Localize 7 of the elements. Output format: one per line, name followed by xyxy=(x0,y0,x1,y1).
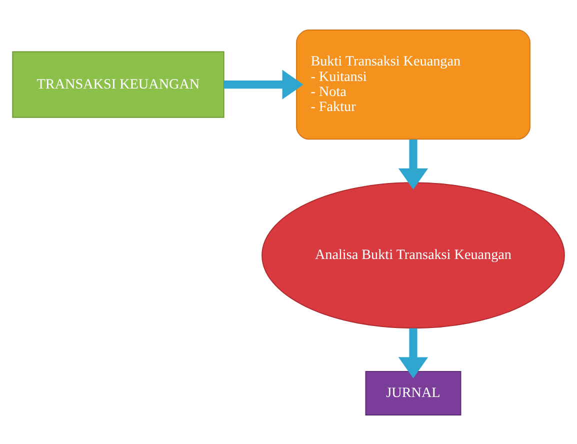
node-box: TRANSAKSI KEUANGAN xyxy=(12,50,224,118)
node-ellipse: Analisa Bukti Transaksi Keuangan xyxy=(262,182,565,328)
arrow xyxy=(398,138,428,190)
arrow xyxy=(398,328,428,378)
arrow xyxy=(224,69,304,99)
node-box: JURNAL xyxy=(365,370,462,415)
node-box: Bukti Transaksi Keuangan - Kuitansi - Nota - Faktur xyxy=(296,29,530,140)
